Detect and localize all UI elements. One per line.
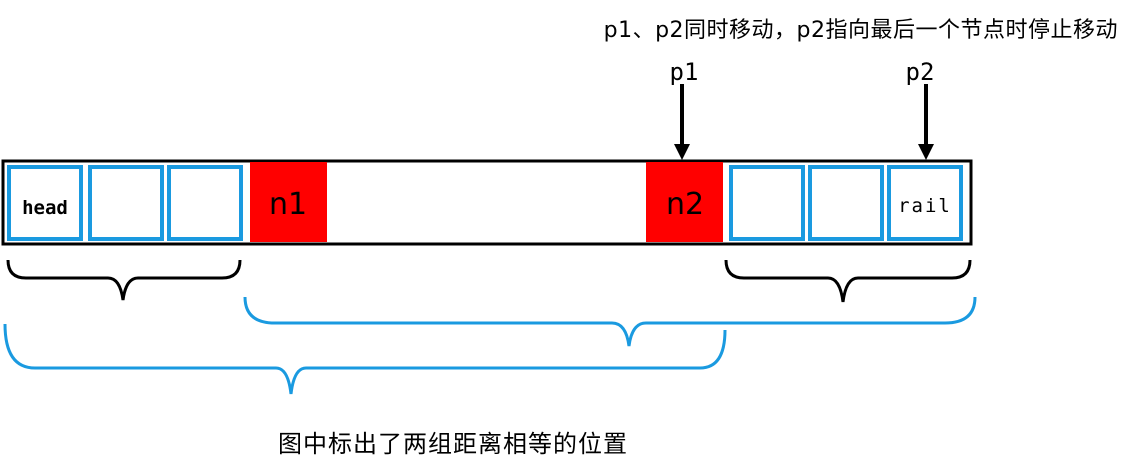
p1-label: p1 [670, 58, 699, 86]
top-annotation: p1、p2同时移动，p2指向最后一个节点时停止移动 [603, 18, 1118, 43]
head-node [7, 165, 83, 241]
n2-label: n2 [666, 187, 704, 222]
tail-node [887, 165, 963, 241]
node-box [729, 165, 805, 241]
lower-blue-brace [3, 323, 727, 395]
tail-label: rail [898, 195, 952, 217]
n1-label: n1 [269, 187, 307, 222]
upper-blue-brace [243, 296, 977, 347]
right-black-brace [724, 259, 972, 303]
left-black-brace [6, 259, 242, 301]
head-label: head [22, 197, 68, 219]
n2-node [646, 162, 723, 242]
p2-arrow [918, 84, 934, 160]
node-box [167, 165, 243, 241]
bottom-annotation: 图中标出了两组距离相等的位置 [278, 430, 628, 458]
p2-label: p2 [906, 58, 935, 86]
p1-arrow [674, 84, 690, 160]
node-box [808, 165, 884, 241]
n1-node [250, 162, 327, 242]
node-box [88, 165, 164, 241]
